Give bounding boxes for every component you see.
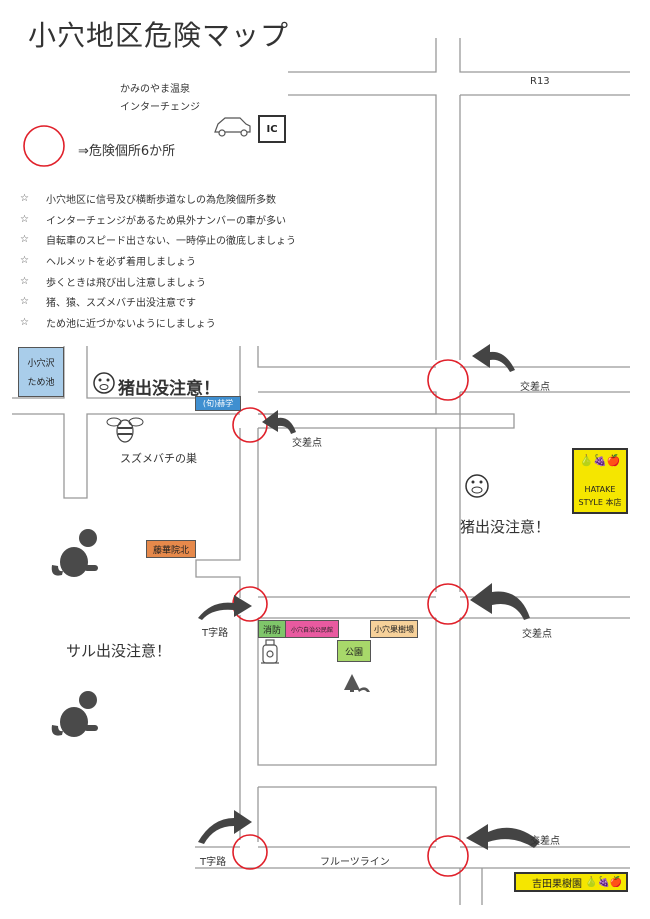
- legend-circle: [23, 125, 65, 167]
- danger-circle: [232, 834, 268, 870]
- notes-list: ☆小穴地区に信号及び横断歩道なしの為危険個所多数 ☆インターチェンジがあるため県…: [20, 188, 296, 333]
- boar-icon: [93, 372, 115, 394]
- legend-text: ⇒危険個所6か所: [78, 144, 176, 159]
- road-network: [12, 38, 630, 905]
- road-edge: [459, 38, 630, 73]
- arrow-icon: [470, 583, 530, 620]
- fruit-icon: 🍐🍇🍎: [585, 876, 623, 888]
- road-edge: [195, 428, 241, 598]
- note-item: ☆猪、猿、スズメバチ出没注意です: [20, 296, 196, 310]
- road-edge: [258, 391, 437, 415]
- intersection-label: 交差点: [520, 382, 550, 393]
- monkey-icon: [51, 691, 98, 737]
- shop-box: (旬)赫学: [195, 396, 241, 411]
- park-box: 公園: [337, 640, 371, 662]
- boar-warning: 猪出没注意！: [118, 379, 220, 399]
- clinic-box: 藤華院北: [146, 540, 196, 558]
- t-junction-label: T字路: [202, 628, 229, 639]
- hornet-nest-label: スズメバチの巣: [120, 452, 197, 465]
- road-label-r13: R13: [530, 76, 550, 87]
- note-item: ☆小穴地区に信号及び横断歩道なしの為危険個所多数: [20, 192, 276, 206]
- note-item: ☆ため池に近づかないようにしましょう: [20, 316, 216, 330]
- page-title: 小穴地区危険マップ: [28, 19, 290, 52]
- pond-box: 小穴沢 ため池: [18, 347, 64, 397]
- hatake-store-box: 🍐🍇🍎 HATAKE STYLE 本店: [572, 448, 628, 514]
- note-item: ☆ヘルメットを必ず着用しましょう: [20, 254, 196, 268]
- boar-icon: [465, 474, 489, 498]
- arrow-icon: [262, 410, 296, 434]
- playground-icon: [344, 674, 370, 692]
- boar-warning: 猪出没注意！: [460, 518, 551, 536]
- arrow-icon: [198, 595, 252, 620]
- kominkan-box: 小穴自治公民館: [285, 620, 339, 638]
- road-label-fruit-line: フルーツライン: [320, 857, 390, 868]
- road-edge: [12, 346, 65, 399]
- firehouse-box: 消防: [258, 620, 286, 638]
- note-item: ☆インターチェンジがあるため県外ナンバーの車が多い: [20, 213, 286, 227]
- intersection-label: 交差点: [530, 836, 560, 847]
- t-junction-label: T字路: [200, 857, 227, 868]
- intersection-label: 交差点: [292, 438, 322, 449]
- arrow-icon: [472, 344, 515, 372]
- road-edge: [258, 786, 437, 842]
- orchard-small-box: 小穴果樹場: [370, 620, 418, 638]
- note-item: ☆歩くときは飛び出し注意しましょう: [20, 275, 206, 289]
- ic-badge: IC: [258, 115, 286, 143]
- road-edge: [86, 346, 241, 399]
- car-icon: [214, 117, 251, 137]
- danger-circle: [427, 359, 469, 401]
- danger-circle: [232, 407, 268, 443]
- road-edge: [257, 618, 437, 766]
- monkey-warning: サル出没注意！: [66, 642, 172, 660]
- danger-circle: [427, 583, 469, 625]
- arrows: [198, 344, 540, 850]
- fruit-icon: 🍐🍇🍎: [579, 454, 621, 467]
- danger-markers: [23, 125, 469, 877]
- road-edge: [288, 94, 437, 360]
- interchange-label-line2: インターチェンジ: [120, 102, 200, 113]
- arrow-icon: [198, 810, 252, 844]
- arrow-icon: [466, 824, 540, 850]
- hornet-icon: [106, 417, 144, 443]
- yoshida-orchard-box: 吉田果樹園 🍐🍇🍎: [514, 872, 628, 892]
- road-edge: [257, 346, 436, 368]
- hydrant-icon: [261, 639, 279, 664]
- road-edge: [288, 38, 437, 73]
- road-edge: [12, 413, 240, 499]
- intersection-label: 交差点: [522, 629, 552, 640]
- danger-circle: [427, 835, 469, 877]
- note-item: ☆自転車のスピード出さない、一時停止の徹底しましょう: [20, 234, 296, 248]
- monkey-icon: [51, 529, 98, 577]
- road-edge: [258, 413, 515, 429]
- interchange-label-line1: かみのやま温泉: [120, 84, 190, 95]
